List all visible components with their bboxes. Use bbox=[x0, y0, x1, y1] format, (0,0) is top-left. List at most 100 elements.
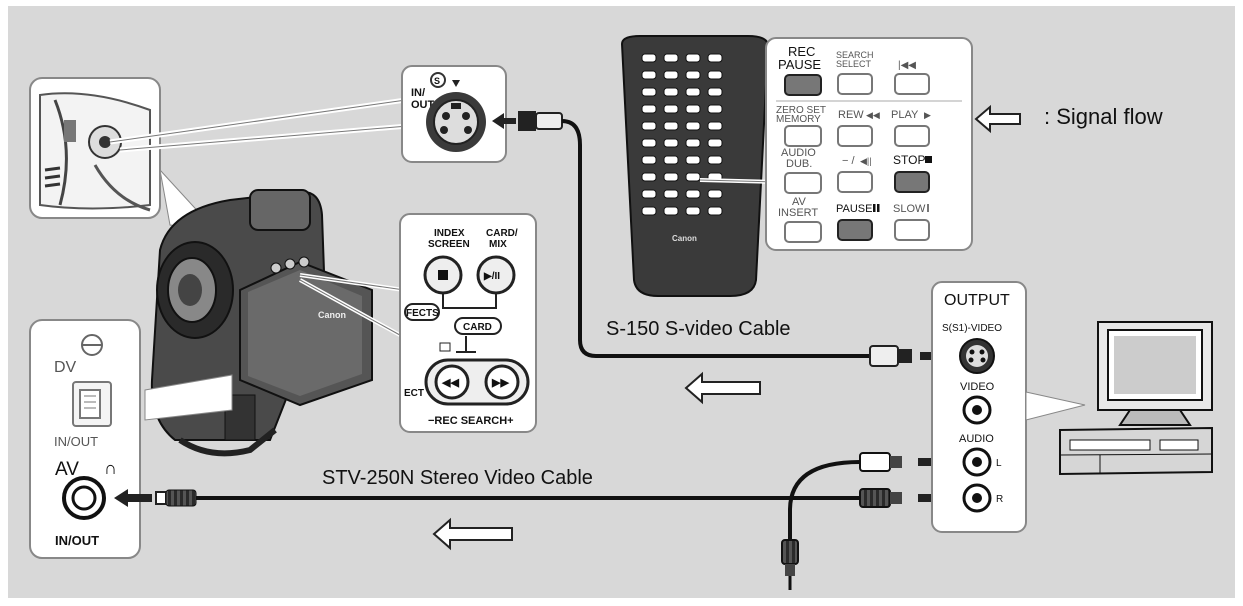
remote-key[interactable] bbox=[686, 54, 700, 62]
remote-key[interactable] bbox=[708, 71, 722, 79]
remote-key[interactable] bbox=[664, 173, 678, 181]
remote-key[interactable] bbox=[686, 88, 700, 96]
card-mix-label-1: CARD/ bbox=[486, 228, 518, 239]
svg-text:◀◀: ◀◀ bbox=[866, 110, 880, 120]
camcorder-brand: Canon bbox=[318, 310, 346, 320]
output-panel: OUTPUT S(S1)-VIDEO VIDEO AUDIO L R bbox=[932, 282, 1026, 532]
headphone-icon: ∩ bbox=[104, 458, 117, 478]
remote-key[interactable] bbox=[686, 139, 700, 147]
remote-key[interactable] bbox=[664, 71, 678, 79]
remote-panel-inset: REC PAUSE SEARCH SELECT |◀◀ ZERO SET MEM… bbox=[766, 38, 972, 250]
av-dv-panel: DV IN/OUT AV ∩ IN/OUT bbox=[30, 320, 140, 558]
remote-key[interactable] bbox=[664, 139, 678, 147]
remote-key[interactable] bbox=[642, 173, 656, 181]
svideo-in-label: IN/ bbox=[411, 87, 425, 99]
svideo-jack-inset: IN/ OUT S bbox=[402, 66, 506, 162]
index-label-1: INDEX bbox=[434, 228, 465, 239]
svg-text:|◀◀: |◀◀ bbox=[898, 60, 916, 71]
slow-button[interactable] bbox=[895, 220, 929, 240]
remote-key[interactable] bbox=[686, 207, 700, 215]
svg-text:◀◀: ◀◀ bbox=[441, 377, 459, 389]
remote-key[interactable] bbox=[642, 122, 656, 130]
remote-key[interactable] bbox=[708, 207, 722, 215]
remote-key[interactable] bbox=[642, 207, 656, 215]
remote-key[interactable] bbox=[708, 54, 722, 62]
remote-key[interactable] bbox=[664, 88, 678, 96]
svg-text:▶▶: ▶▶ bbox=[491, 377, 509, 389]
remote-key[interactable] bbox=[686, 105, 700, 113]
zero-set-button[interactable] bbox=[785, 126, 821, 146]
remote-key[interactable] bbox=[708, 156, 722, 164]
rew-label: REW bbox=[838, 109, 864, 121]
remote-brand: Canon bbox=[672, 234, 697, 243]
search-label-2: SELECT bbox=[836, 59, 872, 69]
svg-text:◀||: ◀|| bbox=[860, 156, 872, 166]
remote-key[interactable] bbox=[686, 173, 700, 181]
remote-key[interactable] bbox=[686, 122, 700, 130]
audio-output-label: AUDIO bbox=[959, 433, 994, 445]
stop-label: STOP bbox=[893, 153, 925, 167]
remote-key[interactable] bbox=[642, 54, 656, 62]
rew-button[interactable] bbox=[838, 126, 872, 146]
audio-label-2: DUB. bbox=[786, 158, 812, 170]
pause-label: PAUSE bbox=[778, 57, 821, 72]
stop-button[interactable] bbox=[895, 172, 929, 192]
remote-key[interactable] bbox=[664, 105, 678, 113]
audio-dub-button[interactable] bbox=[785, 173, 821, 193]
frame-back-button[interactable] bbox=[838, 172, 872, 192]
svg-text:▶: ▶ bbox=[924, 110, 931, 120]
remote-key[interactable] bbox=[664, 54, 678, 62]
search-select-button[interactable] bbox=[838, 74, 872, 94]
remote-key[interactable] bbox=[686, 156, 700, 164]
rec-pause-button[interactable] bbox=[785, 75, 821, 95]
video-output-label: VIDEO bbox=[960, 381, 995, 393]
remote-key[interactable] bbox=[708, 105, 722, 113]
svg-text:S: S bbox=[434, 76, 440, 86]
stereo-cable-label: STV-250N Stereo Video Cable bbox=[322, 467, 593, 489]
av-label: AV bbox=[55, 459, 79, 480]
skip-back-button[interactable] bbox=[895, 74, 929, 94]
remote-key[interactable] bbox=[664, 190, 678, 198]
remote-key[interactable] bbox=[642, 190, 656, 198]
dv-label: DV bbox=[54, 359, 77, 376]
effects-label: FECTS bbox=[406, 308, 439, 319]
camcorder-controls-inset: INDEX SCREEN CARD/ MIX ▶/II FECTS CARD E… bbox=[400, 214, 536, 432]
av-label-2: INSERT bbox=[778, 207, 818, 219]
signal-flow-label: : Signal flow bbox=[1044, 104, 1163, 129]
play-label: PLAY bbox=[891, 109, 919, 121]
remote-key[interactable] bbox=[642, 156, 656, 164]
remote-key[interactable] bbox=[642, 71, 656, 79]
svg-text:▶/II: ▶/II bbox=[483, 271, 500, 282]
remote-key[interactable] bbox=[708, 139, 722, 147]
remote-key[interactable] bbox=[708, 190, 722, 198]
remote-key[interactable] bbox=[708, 88, 722, 96]
remote-key[interactable] bbox=[686, 190, 700, 198]
remote-key[interactable] bbox=[664, 156, 678, 164]
svideo-cable-label: S-150 S-video Cable bbox=[606, 318, 791, 340]
av-insert-button[interactable] bbox=[785, 222, 821, 242]
svideo-output-label: S(S1)-VIDEO bbox=[942, 323, 1002, 334]
remote-key[interactable] bbox=[708, 122, 722, 130]
slow-label: SLOW bbox=[893, 203, 926, 215]
remote-key[interactable] bbox=[642, 139, 656, 147]
remote-key[interactable] bbox=[642, 105, 656, 113]
zero-set-label-2: MEMORY bbox=[776, 114, 821, 125]
remote-key[interactable] bbox=[664, 207, 678, 215]
ect-label: ECT bbox=[404, 388, 424, 399]
pause-button[interactable] bbox=[838, 220, 872, 240]
play-button[interactable] bbox=[895, 126, 929, 146]
av-in-out-label: IN/OUT bbox=[55, 533, 99, 548]
remote-key[interactable] bbox=[686, 71, 700, 79]
minus-label: − / bbox=[842, 155, 855, 167]
remote-key[interactable] bbox=[664, 122, 678, 130]
card-label: CARD bbox=[463, 322, 492, 333]
index-label-2: SCREEN bbox=[428, 239, 470, 250]
dv-in-out-label: IN/OUT bbox=[54, 434, 98, 449]
pause2-label: PAUSE bbox=[836, 203, 872, 215]
remote-key[interactable] bbox=[642, 88, 656, 96]
remote-control: Canon bbox=[622, 36, 768, 296]
rec-search-label: −REC SEARCH+ bbox=[428, 415, 514, 427]
audio-r-label: R bbox=[996, 494, 1003, 505]
